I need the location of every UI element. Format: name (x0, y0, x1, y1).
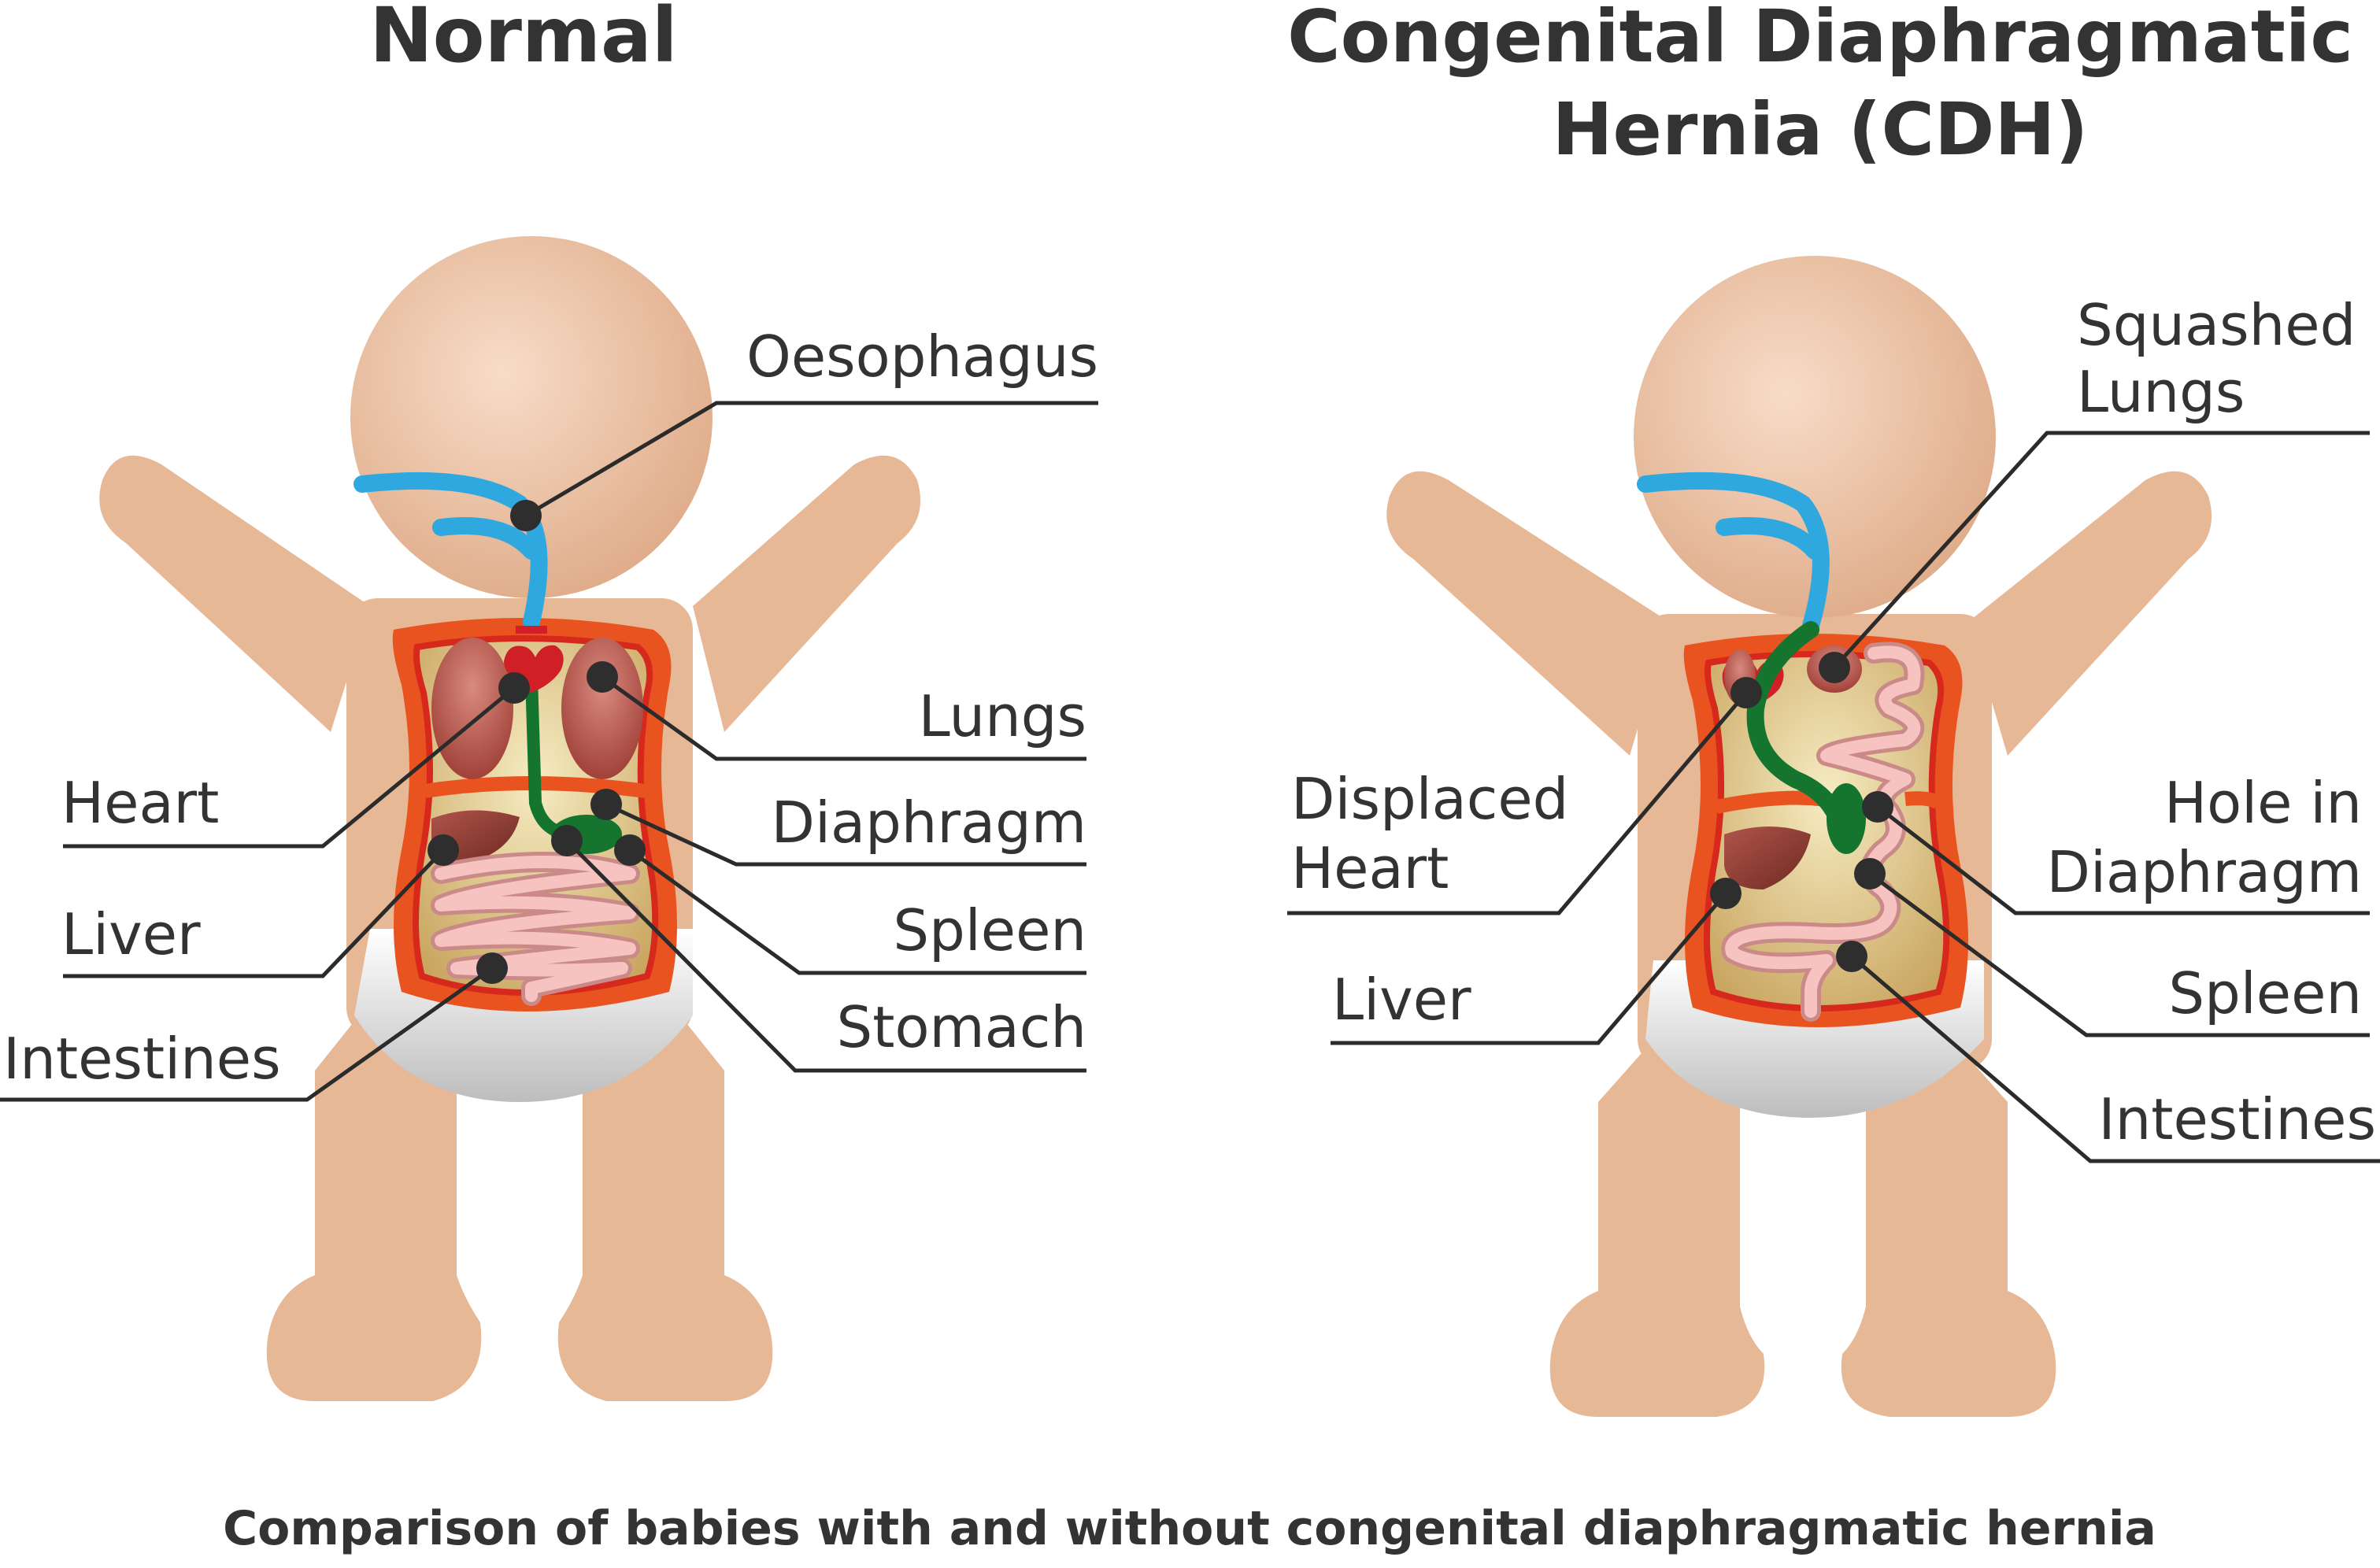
cdh-leaders (1287, 431, 2380, 1163)
normal-right-arm (693, 455, 921, 732)
normal-title: Normal (369, 0, 677, 80)
normal-left-arm (99, 455, 370, 732)
cdh-intestines (1721, 642, 1925, 1022)
normal-label-liver: Liver (61, 901, 201, 967)
cdh-liver (1724, 827, 1811, 889)
normal-intestines-dot (476, 952, 508, 984)
normal-lungs-dot (587, 661, 618, 693)
normal-heart-vessel (516, 626, 547, 634)
cdh-right-arm (1968, 471, 2212, 756)
cdh-label-hole-2: Diaphragm (2047, 839, 2362, 905)
normal-label-diaphragm: Diaphragm (772, 790, 1086, 856)
normal-leaders (0, 401, 1098, 1102)
cdh-left-arm (1386, 471, 1669, 756)
cdh-title-line2: Hernia (CDH) (1553, 87, 2089, 172)
cdh-label-squashed-2: Lungs (2077, 359, 2245, 425)
cdh-heart-dot (1730, 677, 1762, 708)
normal-head (350, 236, 713, 598)
cdh-label-displaced-1: Displaced (1291, 766, 1568, 832)
cdh-spleen-dot (1854, 858, 1886, 889)
cdh-stomach-body (1827, 783, 1866, 854)
normal-label-heart: Heart (61, 770, 219, 836)
caption: Comparison of babies with and without co… (223, 1501, 2156, 1556)
normal-liver-dot (428, 834, 459, 866)
normal-right-lung (561, 638, 643, 779)
normal-left-leg (266, 992, 482, 1401)
normal-label-lungs: Lungs (919, 683, 1086, 749)
normal-baby (99, 236, 921, 1401)
cdh-oesophagus (1637, 472, 1830, 634)
cdh-squashed-lungs-dot (1819, 652, 1850, 683)
cdh-label-spleen: Spleen (2168, 960, 2362, 1026)
cdh-stomach (1746, 621, 1851, 843)
normal-right-leg (557, 992, 773, 1401)
normal-label-intestines: Intestines (3, 1026, 281, 1092)
normal-spleen-dot (614, 834, 646, 866)
cdh-baby (1386, 256, 2212, 1417)
cdh-label-displaced-2: Heart (1291, 835, 1449, 901)
cdh-intestines-dot (1836, 941, 1867, 972)
cdh-label-intestines: Intestines (2098, 1086, 2376, 1152)
cdh-right-leg (1841, 1031, 2056, 1417)
normal-stomach-dot (551, 825, 583, 856)
cdh-label-squashed-1: Squashed (2077, 292, 2356, 358)
normal-intestines (431, 852, 640, 1006)
normal-left-lung (431, 638, 513, 779)
normal-label-oesophagus: Oesophagus (746, 324, 1098, 390)
cdh-label-hole-1: Hole in (2164, 770, 2362, 836)
normal-label-stomach: Stomach (837, 994, 1086, 1060)
cdh-title-line1: Congenital Diaphragmatic (1287, 0, 2353, 79)
cdh-hole-dot (1862, 791, 1893, 823)
normal-oesophagus-dot (510, 500, 542, 531)
cdh-liver-dot (1710, 878, 1742, 909)
normal-label-spleen: Spleen (893, 897, 1086, 963)
normal-diaphragm-dot (590, 789, 622, 820)
cdh-left-leg (1549, 1031, 1765, 1417)
cdh-label-liver: Liver (1332, 967, 1471, 1033)
normal-heart-dot (498, 672, 530, 704)
